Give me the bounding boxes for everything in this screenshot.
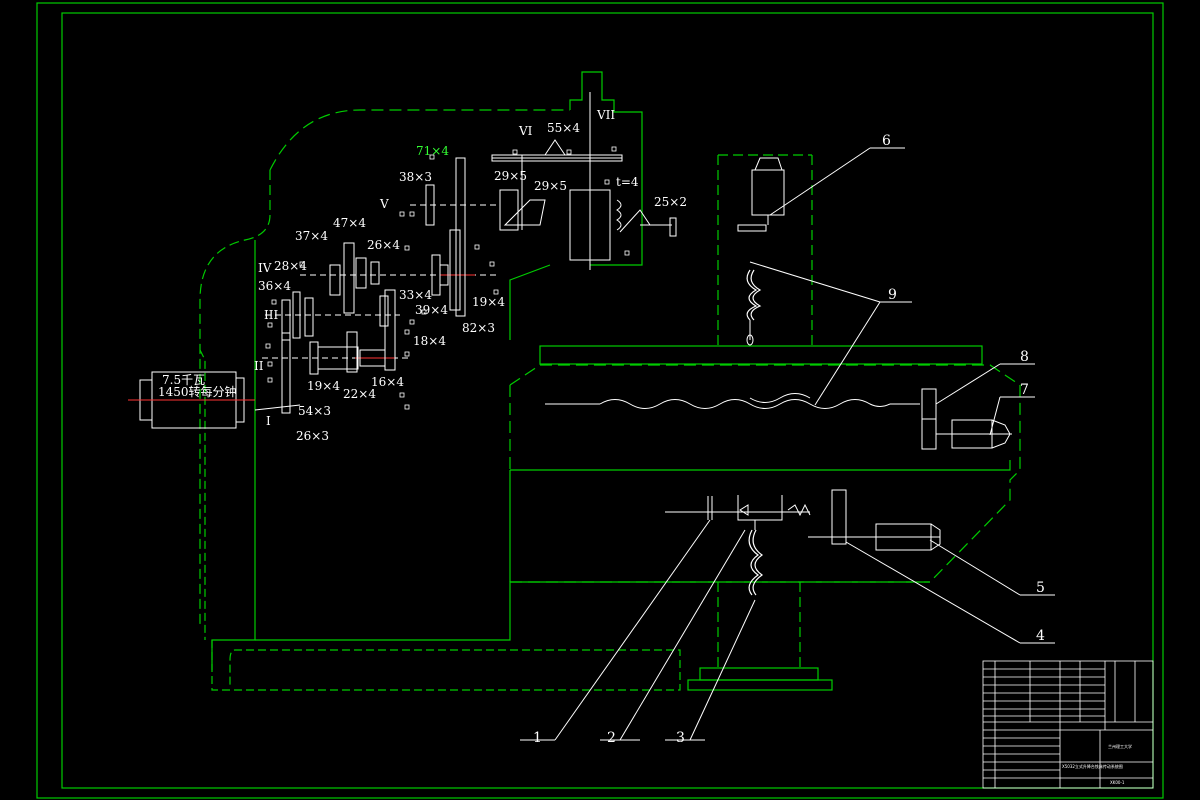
- motor-power-label: 7.5千瓦: [162, 373, 205, 387]
- gear-label: 54×3: [298, 404, 331, 418]
- longitudinal-leadscrew: [545, 388, 1012, 450]
- title-block: [982, 660, 1154, 789]
- callout-9: 9: [888, 287, 897, 303]
- callout-6: 6: [882, 133, 891, 149]
- gear-label: 33×4: [399, 288, 432, 302]
- gear-label: 71×4: [416, 144, 449, 158]
- callout-numbers: 1 2 3 4 5 6 7 8 9: [533, 133, 1045, 746]
- callout-1: 1: [533, 730, 542, 746]
- gear-label: 26×3: [296, 429, 329, 443]
- shaft-label-VI: VI: [518, 124, 533, 138]
- feed-mechanisms: [665, 489, 941, 596]
- title-block-university: 兰州理工大学: [1108, 743, 1132, 749]
- gear-label: 19×4: [307, 379, 340, 393]
- gear-label: 19×4: [472, 295, 505, 309]
- callout-2: 2: [607, 730, 616, 746]
- gear-label: 55×4: [547, 121, 580, 135]
- gear-label: 38×3: [399, 170, 432, 184]
- gear-labels: 71×4 55×4 38×3 29×5 29×5 25×2 t=4 47×4 3…: [258, 121, 687, 443]
- shaft-label-V: V: [379, 197, 389, 211]
- inner-border: [61, 12, 1154, 789]
- callout-5: 5: [1036, 580, 1045, 596]
- main-motor: 7.5千瓦 1450转每分钟: [128, 371, 255, 429]
- callout-3: 3: [676, 730, 685, 746]
- shaft-label-VII: VII: [596, 108, 615, 122]
- gear-label: 36×4: [258, 279, 291, 293]
- title-block-drawing-number: XK00-1: [1110, 780, 1125, 785]
- callout-8: 8: [1020, 349, 1029, 365]
- machine-body-outline: [199, 71, 1021, 691]
- gear-label: 29×5: [534, 179, 567, 193]
- gear-label: t=4: [616, 175, 639, 189]
- gearbox-transmission: [254, 92, 677, 414]
- shaft-label-I: I: [266, 414, 271, 428]
- gear-label: 25×2: [654, 195, 687, 209]
- bearing-marks: [265, 146, 630, 410]
- shaft-label-IV: IV: [258, 261, 272, 275]
- title-block-drawing-title: X5032立式升降台铣床传动系统图: [1062, 763, 1123, 769]
- gear-label: 28×4: [274, 259, 307, 273]
- shaft-label-III: III: [264, 308, 278, 322]
- gear-label: 37×4: [295, 229, 328, 243]
- gear-label: 39×4: [415, 303, 448, 317]
- gear-label: 18×4: [413, 334, 446, 348]
- gear-label: 82×3: [462, 321, 495, 335]
- callout-4: 4: [1036, 628, 1045, 644]
- motor-speed-label: 1450转每分钟: [158, 384, 237, 399]
- shaft-labels: I II III IV V VI VII: [254, 108, 615, 428]
- gear-label: 47×4: [333, 216, 366, 230]
- gear-label: 16×4: [371, 375, 404, 389]
- head-motor: [737, 157, 785, 346]
- shaft-label-II: II: [254, 359, 264, 373]
- callout-7: 7: [1020, 382, 1029, 398]
- leader-lines: [520, 147, 1055, 741]
- outer-border: [36, 2, 1164, 799]
- gear-label: 29×5: [494, 169, 527, 183]
- gear-label: 26×4: [367, 238, 400, 252]
- gear-label: 22×4: [343, 387, 376, 401]
